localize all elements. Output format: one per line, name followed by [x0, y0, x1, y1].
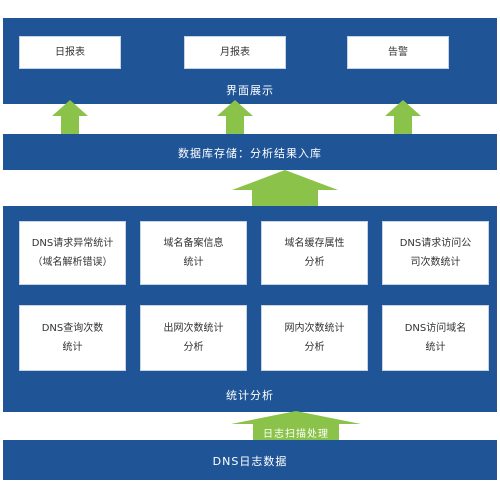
stat-card-domain-record-label: 域名备案信息 统计	[163, 238, 224, 268]
stat-card-company-access-label: DNS请求访问公 司次数统计	[399, 238, 472, 268]
log-scan-label: 日志扫描处理	[263, 429, 329, 440]
up-arrow-1	[52, 100, 88, 134]
statistics-analysis-panel: DNS请求异常统计 （域名解析错误） 域名备案信息 统计 域名缓存属性 分析 D…	[3, 206, 497, 412]
database-storage-label: 数据库存储：分析结果入库	[178, 147, 322, 160]
database-storage-bar: 数据库存储：分析结果入库	[3, 134, 497, 170]
alarm-box: 告警	[347, 36, 449, 69]
stat-card-company-access: DNS请求访问公 司次数统计	[382, 221, 489, 285]
stat-card-query-count: DNS查询次数 统计	[19, 305, 126, 371]
up-arrow-3	[385, 100, 421, 134]
stat-card-dns-error: DNS请求异常统计 （域名解析错误）	[19, 221, 126, 285]
up-arrow-2	[217, 100, 253, 134]
stat-card-dns-error-label: DNS请求异常统计 （域名解析错误）	[31, 238, 114, 268]
stat-card-domain-access: DNS访问域名 统计	[382, 305, 489, 371]
stat-card-intranet: 网内次数统计 分析	[261, 305, 368, 371]
stat-card-outbound: 出网次数统计 分析	[140, 305, 247, 371]
interface-display-label: 界面展示	[226, 84, 274, 97]
statistics-analysis-label: 统计分析	[226, 389, 274, 402]
monthly-report-label: 月报表	[220, 47, 250, 58]
daily-report-label: 日报表	[55, 47, 85, 58]
stat-card-domain-access-label: DNS访问域名 统计	[404, 323, 467, 353]
dns-log-data-label: DNS日志数据	[212, 455, 288, 468]
stat-card-domain-record: 域名备案信息 统计	[140, 221, 247, 285]
stat-card-cache-attr-label: 域名缓存属性 分析	[284, 238, 345, 268]
daily-report-box: 日报表	[19, 36, 121, 69]
stat-card-query-count-label: DNS查询次数 统计	[41, 323, 104, 353]
interface-display-panel: 日报表 月报表 告警 界面展示	[3, 18, 497, 104]
stat-card-intranet-label: 网内次数统计 分析	[284, 323, 345, 353]
stat-card-outbound-label: 出网次数统计 分析	[163, 323, 224, 353]
big-up-arrow	[232, 170, 338, 206]
log-scan-arrow	[231, 411, 361, 440]
dns-log-data-bar: DNS日志数据	[3, 440, 497, 480]
alarm-label: 告警	[388, 47, 408, 58]
monthly-report-box: 月报表	[184, 36, 286, 69]
stat-card-cache-attr: 域名缓存属性 分析	[261, 221, 368, 285]
